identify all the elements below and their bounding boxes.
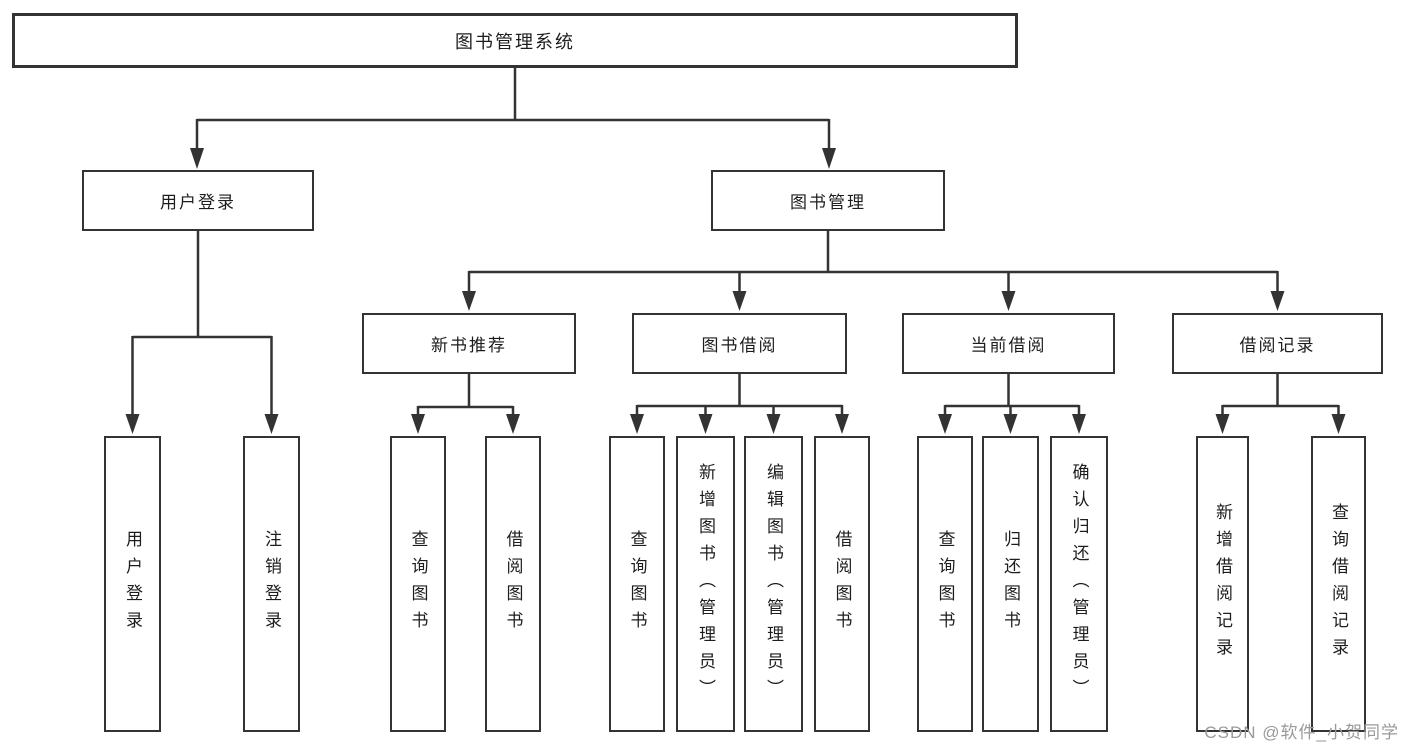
node-user-login-label: 用户登录 [160,193,236,212]
leaf-label: 新增图书（管理员） [696,462,715,706]
connector-userlogin-to-leaves [131,231,273,416]
node-root: 图书管理系统 [12,13,1018,68]
node-user-login: 用户登录 [82,170,314,231]
leaf-label: 借阅图书 [832,530,852,638]
node-borrow-record-label: 借阅记录 [1239,336,1316,355]
leaf-label: 查询借阅记录 [1329,503,1348,665]
leaf-label: 归还图书 [1001,530,1020,638]
leaf-label: 注销登录 [262,530,281,638]
leaf-label: 查询图书 [935,530,955,638]
watermark-text: CSDN @软件_小贺同学 [1204,723,1399,742]
leaf-label: 查询图书 [408,530,428,638]
leaf-record-query: 查询借阅记录 [1311,436,1366,732]
arrowheads-userlogin [125,414,279,434]
leaf-label: 新增借阅记录 [1213,503,1232,665]
connector-bookborrow-to-leaves [635,373,844,416]
node-new-book-recommend-label: 新书推荐 [431,336,507,355]
node-root-label: 图书管理系统 [455,31,575,52]
arrowheads-currentborrow [938,414,1086,434]
connector-newbook-to-leaves [416,373,515,416]
leaf-current-confirm-return-admin: 确认归还（管理员） [1050,436,1108,732]
leaf-label: 编辑图书（管理员） [764,462,783,706]
leaf-label: 确认归还（管理员） [1069,462,1089,706]
arrowheads-level3 [462,291,1285,311]
connector-currentborrow-to-leaves [943,373,1081,416]
leaf-current-query: 查询图书 [917,436,973,732]
connector-root-to-level2 [195,68,831,150]
leaf-borrow-book: 借阅图书 [814,436,870,732]
leaf-label: 借阅图书 [503,530,523,638]
node-book-borrow: 图书借阅 [632,313,847,374]
connector-borrowrecord-to-leaves [1221,373,1340,416]
leaf-newbook-borrow: 借阅图书 [485,436,541,732]
leaf-record-add: 新增借阅记录 [1196,436,1249,732]
leaf-borrow-edit-admin: 编辑图书（管理员） [744,436,803,732]
node-borrow-record: 借阅记录 [1172,313,1383,374]
leaf-logout: 注销登录 [243,436,300,732]
node-book-management-label: 图书管理 [790,193,866,212]
arrowheads-newbook [411,414,520,434]
leaf-label: 查询图书 [627,530,647,638]
leaf-newbook-query: 查询图书 [390,436,446,732]
arrowheads-borrowrecord [1215,414,1346,434]
node-book-management: 图书管理 [711,170,945,231]
leaf-borrow-query: 查询图书 [609,436,665,732]
leaf-user-login: 用户登录 [104,436,161,732]
node-current-borrow: 当前借阅 [902,313,1115,374]
leaf-borrow-add-admin: 新增图书（管理员） [676,436,735,732]
node-book-borrow-label: 图书借阅 [701,336,778,355]
leaf-label: 用户登录 [123,530,142,638]
connector-bookmgmt-to-level3 [467,231,1279,293]
arrowheads-level2 [190,148,836,169]
arrowheads-bookborrow [630,414,849,434]
node-new-book-recommend: 新书推荐 [362,313,576,374]
leaf-current-return: 归还图书 [982,436,1039,732]
node-current-borrow-label: 当前借阅 [970,336,1047,355]
